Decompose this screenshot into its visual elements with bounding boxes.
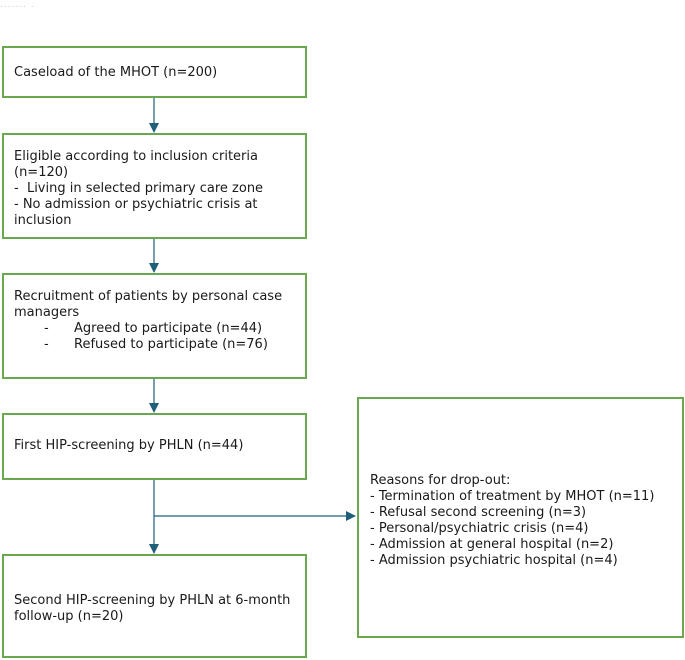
eligible-line: - No admission or psychiatric crisis at (14, 197, 258, 212)
bullet-text: Refused to participate (n=76) (74, 337, 268, 352)
second-screening-line: Second HIP-screening by PHLN at 6-month (14, 593, 291, 608)
caseload-text: Caseload of the MHOT (n=200) (14, 65, 218, 80)
recruitment-box: Recruitment of patients by personal case… (2, 273, 307, 379)
second-screening-box: Second HIP-screening by PHLN at 6-month … (2, 554, 307, 658)
dropout-box: Reasons for drop-out: - Termination of t… (357, 397, 684, 638)
eligible-line: - Living in selected primary care zone (14, 181, 264, 196)
dropout-line: - Refusal second screening (n=3) (370, 505, 587, 520)
first-screening-text: First HIP-screening by PHLN (n=44) (14, 438, 244, 453)
eligible-line: Eligible according to inclusion criteria (14, 149, 258, 164)
bullet-dash: - (44, 337, 49, 352)
recruitment-line: managers (14, 305, 80, 320)
bullet-text: Agreed to participate (n=44) (74, 321, 263, 336)
dropout-line: - Personal/psychiatric crisis (n=4) (370, 521, 589, 536)
eligible-box: Eligible according to inclusion criteria… (2, 133, 307, 239)
recruitment-bullet: - Refused to participate (n=76) (14, 337, 295, 353)
recruitment-line: Recruitment of patients by personal case (14, 289, 283, 304)
first-screening-box: First HIP-screening by PHLN (n=44) (2, 413, 307, 480)
dropout-line: - Admission at general hospital (n=2) (370, 537, 614, 552)
eligible-line: (n=120) (14, 165, 69, 180)
eligible-line: inclusion (14, 213, 72, 228)
dropout-line: - Termination of treatment by MHOT (n=11… (370, 489, 655, 504)
second-screening-line: follow-up (n=20) (14, 609, 124, 624)
dropout-line: Reasons for drop-out: (370, 473, 511, 488)
bullet-dash: - (44, 321, 49, 336)
recruitment-bullet: - Agreed to participate (n=44) (14, 321, 295, 337)
dropout-line: - Admission psychiatric hospital (n=4) (370, 553, 618, 568)
header-fragment: ....... . (0, 0, 35, 10)
caseload-box: Caseload of the MHOT (n=200) (2, 46, 307, 98)
